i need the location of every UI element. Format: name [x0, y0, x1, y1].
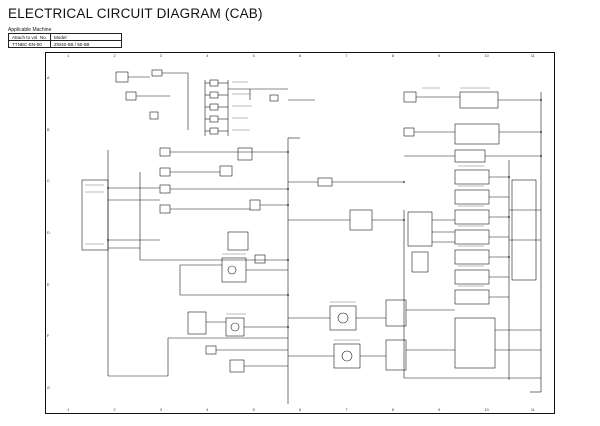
diagram-title: ELECTRICAL CIRCUIT DIAGRAM (CAB)	[8, 6, 263, 21]
frame-top-number: 3	[159, 54, 163, 58]
frame-top-number: 9	[438, 54, 441, 58]
microtext-labels	[85, 81, 490, 341]
frame-bottom-number: 11	[530, 408, 535, 412]
frame-top-number: 8	[391, 54, 394, 58]
frame-bottom-number: 2	[113, 408, 116, 412]
applicable-machine-label: Applicable Machine	[8, 27, 52, 33]
frame-side-letter: C	[47, 179, 50, 184]
wiring	[81, 69, 542, 404]
frame-side-letter: E	[47, 282, 50, 287]
frame-top-number: 4	[206, 54, 209, 58]
frame-side-letter: F	[47, 334, 50, 339]
frame-bottom-number: 5	[252, 408, 255, 412]
frame-bottom-number: 4	[206, 408, 209, 412]
diagram-frame	[45, 52, 555, 414]
frame-bottom-number: 6	[299, 408, 302, 412]
frame-side-letter: B	[47, 127, 50, 132]
frame-bottom-number: 7	[345, 408, 348, 412]
frame-top-number: 11	[530, 54, 535, 58]
frame-top-number: 10	[484, 54, 489, 58]
applicable-machine-table: Attach to vol. No. Model TTNBC-EN-00 ZW4…	[8, 33, 122, 48]
frame-top-number: 5	[252, 54, 255, 58]
frame-top-number: 2	[113, 54, 116, 58]
frame-bottom-number: 9	[438, 408, 441, 412]
junction-dots	[107, 99, 542, 328]
frame-side-letter: G	[47, 386, 50, 391]
frame-side-letter: D	[47, 231, 50, 235]
frame-top-number: 7	[345, 54, 348, 58]
frame-top-number: 1	[67, 54, 70, 58]
frame-bottom-number: 10	[484, 408, 489, 412]
frame-bottom-number: 8	[391, 408, 394, 412]
frame-side-letter: A	[47, 75, 50, 80]
frame-bottom-number: 3	[159, 408, 163, 412]
model-value: ZW40-5B / 50-5B	[49, 40, 122, 48]
frame-top-number: 6	[299, 54, 302, 58]
frame-bottom-number: 1	[67, 408, 70, 412]
